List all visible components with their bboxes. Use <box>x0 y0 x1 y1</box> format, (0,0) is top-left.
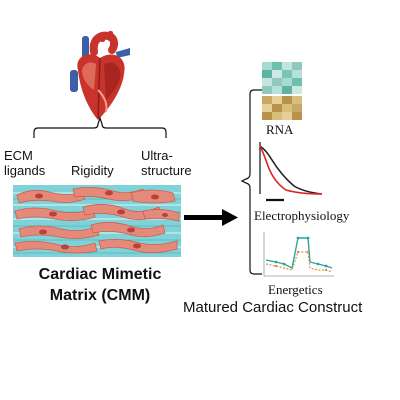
ecm-ligands-label: ECM ligands <box>4 148 46 178</box>
rigidity-label: Rigidity <box>71 163 114 178</box>
heatmap-icon <box>262 62 302 120</box>
matured-construct-title: Matured Cardiac Construct <box>183 299 363 316</box>
ecm-bracket <box>30 112 190 142</box>
energetics-label: Energetics <box>268 282 323 297</box>
electrophysiology-label: Electrophysiology <box>254 208 350 223</box>
ultrastructure-label: Ultra- structure <box>141 148 192 178</box>
cell-matrix-illustration <box>13 185 181 257</box>
outcome-bracket <box>240 88 264 278</box>
arrow-right-icon <box>184 208 240 228</box>
rna-label: RNA <box>266 122 294 137</box>
cmm-title: Cardiac Mimetic Matrix (CMM) <box>38 266 162 304</box>
action-potential-icon <box>256 140 326 204</box>
energetics-trace-icon <box>262 228 336 280</box>
heart-illustration <box>60 30 140 122</box>
